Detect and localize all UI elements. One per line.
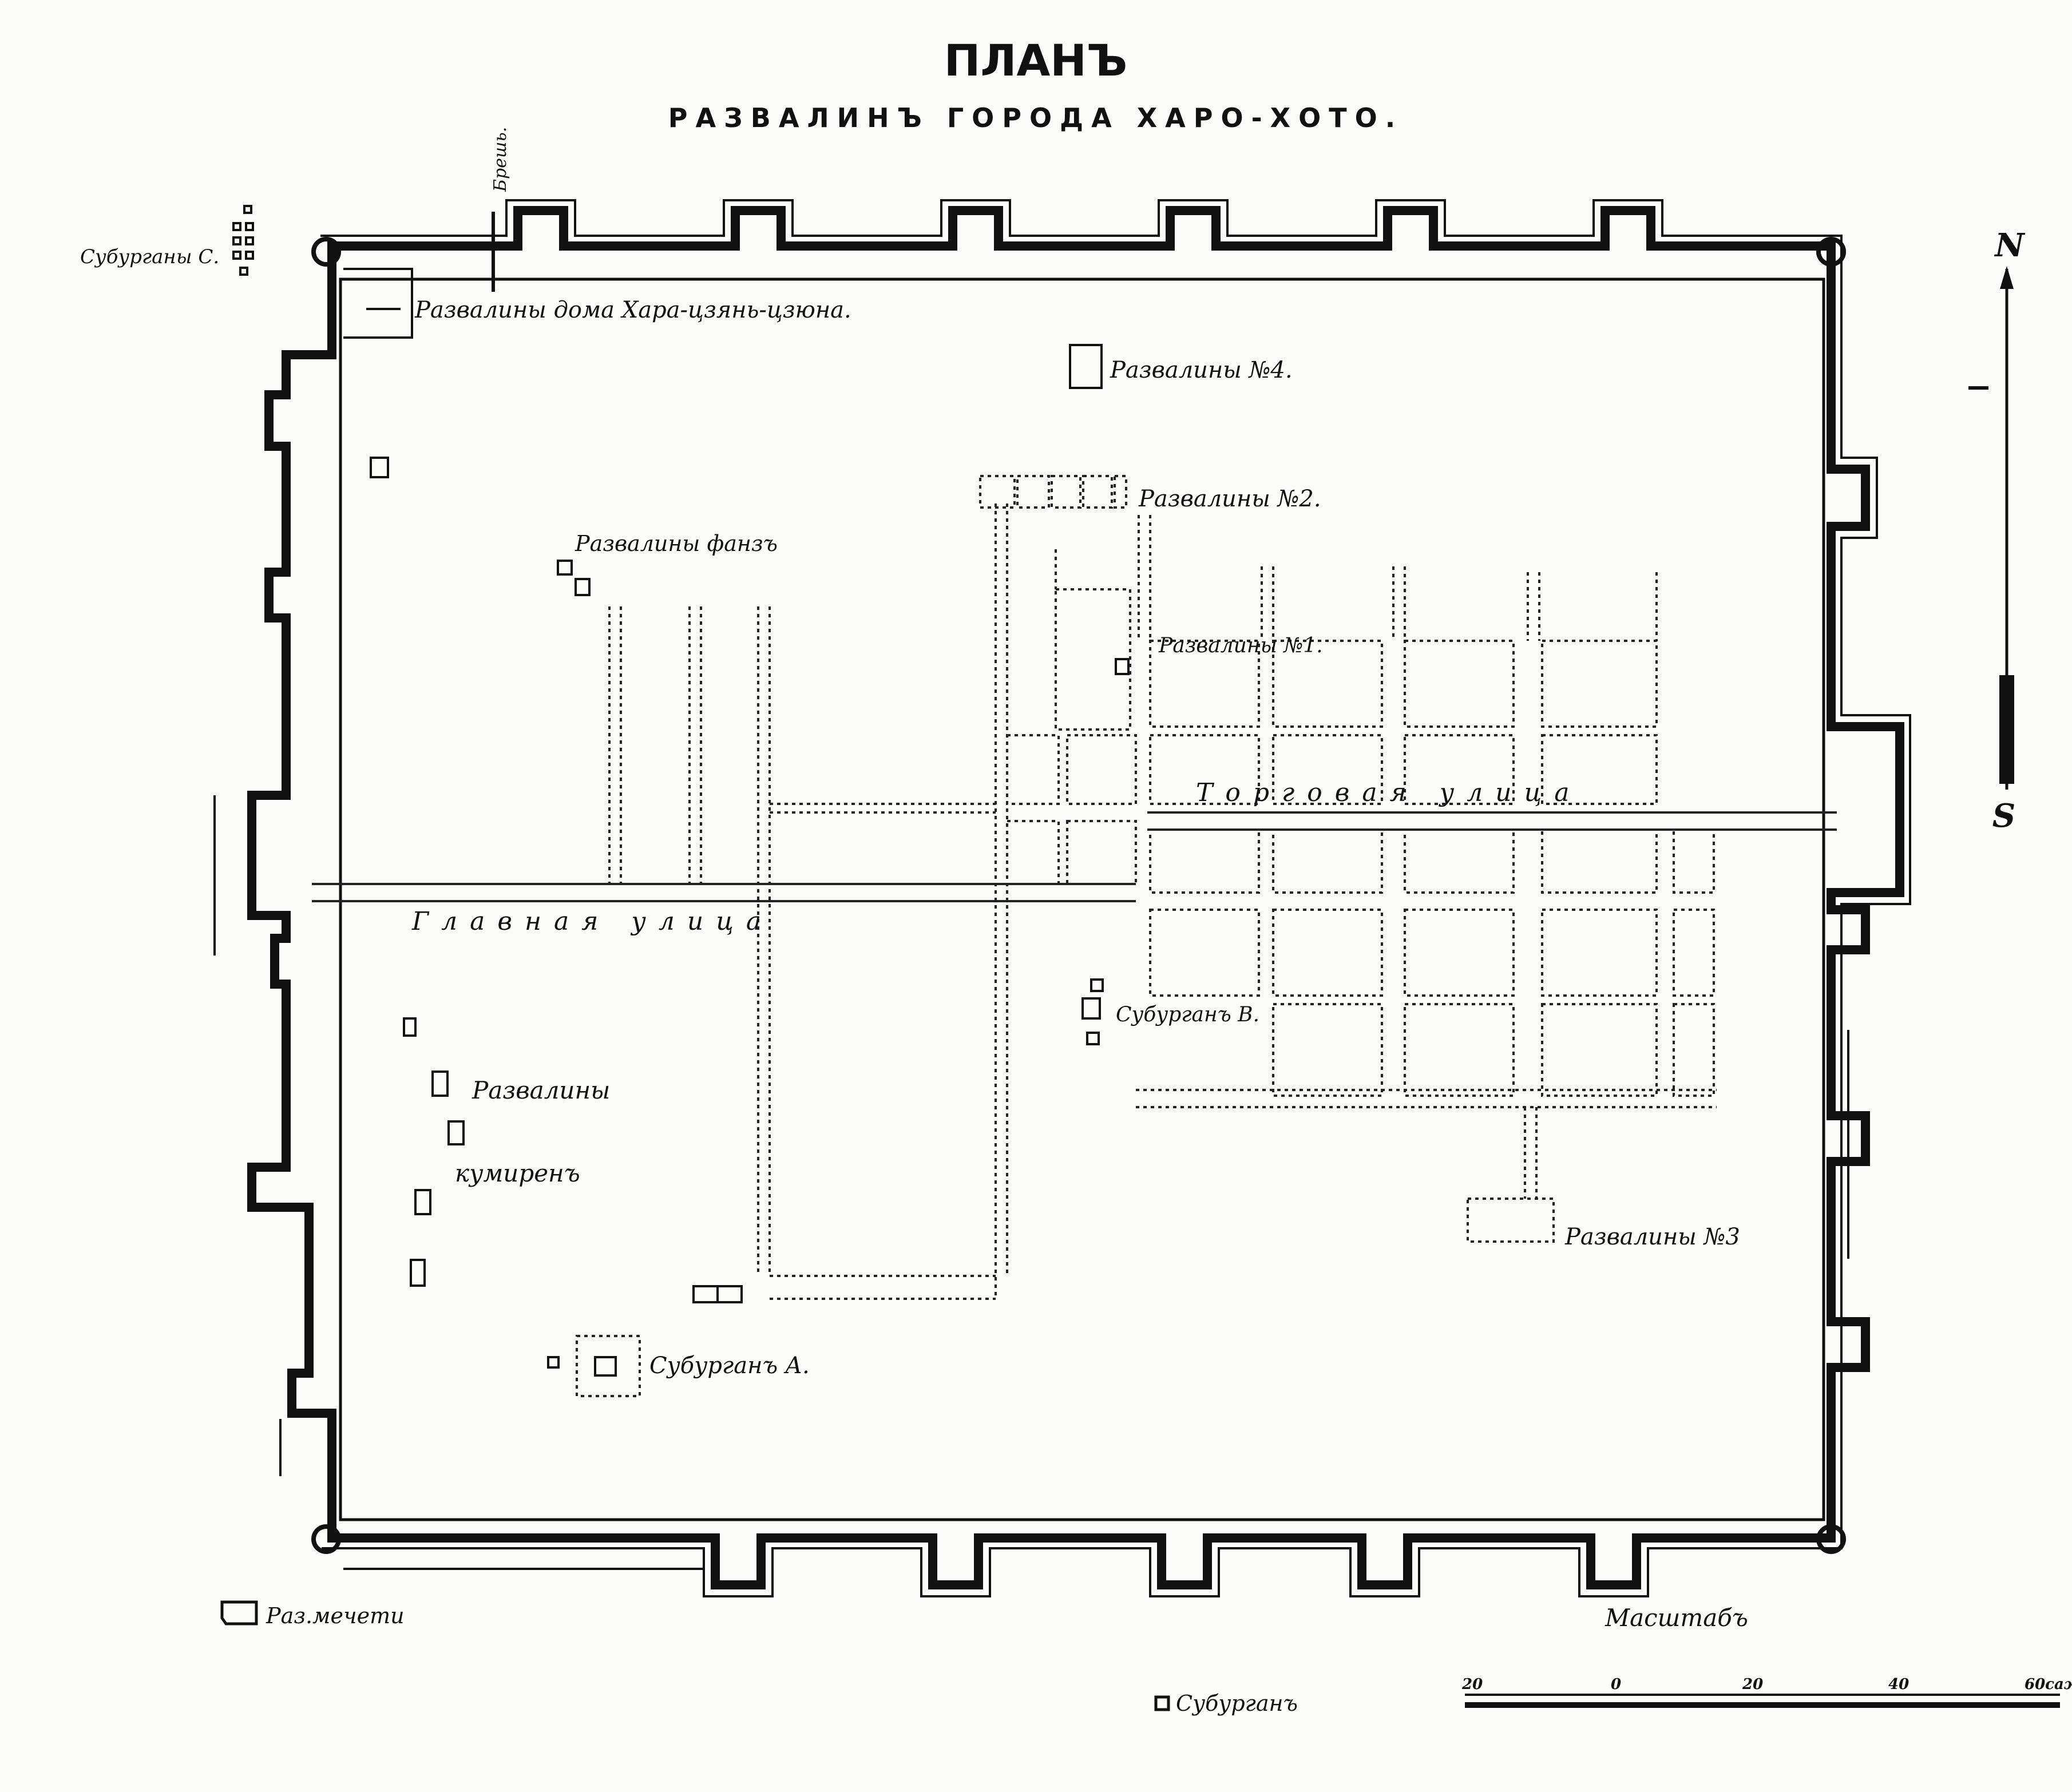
legend: Раз.мечети Субурганъ <box>220 1600 1298 1716</box>
suburgan-legend-icon <box>1154 1695 1170 1711</box>
suburgan-c-markers <box>232 205 254 276</box>
ruins-1-marker <box>1115 658 1130 675</box>
kumiren-ruins-label-2: кумиренъ <box>455 1159 580 1187</box>
ruins-4-marker <box>1069 344 1103 389</box>
ruins-4-label: Развалины №4. <box>1110 357 1293 383</box>
suburgan-b-marker <box>1081 978 1104 1045</box>
compass-feather-icon <box>1999 675 2014 784</box>
main-street-label: Главная улица <box>411 907 774 936</box>
compass-north-label: N <box>1994 227 2025 264</box>
north-arrow-icon <box>2000 266 2014 289</box>
compass-south-label: S <box>1992 797 2015 835</box>
trade-street-label: Торговая улица <box>1196 778 1582 807</box>
legend-mosque-label: Раз.мечети <box>266 1603 405 1628</box>
kumiren-ruins-markers <box>403 1017 465 1287</box>
scale-tick-3: 40 <box>1888 1676 1909 1693</box>
map-subtitle: РАЗВАЛИНЪ ГОРОДА ХАРО-ХОТО. <box>668 102 1403 133</box>
scale-tick-1: 0 <box>1611 1676 1621 1693</box>
house-ruins-label: Развалины дома Хара-цзянь-цзюна. <box>414 297 851 323</box>
ruin-markers <box>232 205 1555 1397</box>
scale-bar: Масштабъ 20 0 20 40 60саж. <box>1461 1604 2072 1708</box>
city-walls <box>213 199 1911 1597</box>
legend-suburgan-label: Субурганъ <box>1176 1691 1298 1716</box>
scale-tick-2: 20 <box>1742 1676 1763 1693</box>
city-blocks <box>1006 588 1715 1097</box>
scale-title: Масштабъ <box>1604 1604 1748 1632</box>
mosque-ruins-icon <box>220 1600 258 1626</box>
compass: N S <box>1968 227 2025 835</box>
ruins-3-marker <box>1467 1198 1555 1243</box>
suburgan-c-label: Субурганы С. <box>80 245 219 268</box>
house-ruins-marker <box>343 268 413 339</box>
suburgan-b-label: Субурганъ В. <box>1116 1003 1259 1026</box>
ruins-3-label: Развалины №3 <box>1564 1224 1740 1250</box>
fanz-ruin-2 <box>575 578 591 596</box>
street-grid <box>312 503 1837 1300</box>
ruins-2-marker <box>979 475 1127 509</box>
fanz-ruins-label: Развалины фанзъ <box>575 531 778 556</box>
main-street <box>312 883 1136 902</box>
scale-tick-4: 60саж. <box>2025 1676 2072 1693</box>
ruins-2-label: Развалины №2. <box>1138 486 1321 512</box>
fanz-ruin-1 <box>557 560 573 576</box>
suburgan-a-label: Субурганъ А. <box>649 1353 810 1379</box>
ruin-small-west <box>370 457 389 478</box>
ruins-1-label: Развалины №1. <box>1158 634 1323 657</box>
kumiren-ruins-label-1: Развалины <box>472 1076 610 1104</box>
scale-tick-0: 20 <box>1461 1676 1483 1693</box>
trade-street <box>1147 811 1837 831</box>
suburgan-a-marker <box>547 1335 641 1397</box>
breach-label: Брешь. <box>490 127 510 192</box>
map-title: ПЛАНЪ <box>944 35 1128 86</box>
